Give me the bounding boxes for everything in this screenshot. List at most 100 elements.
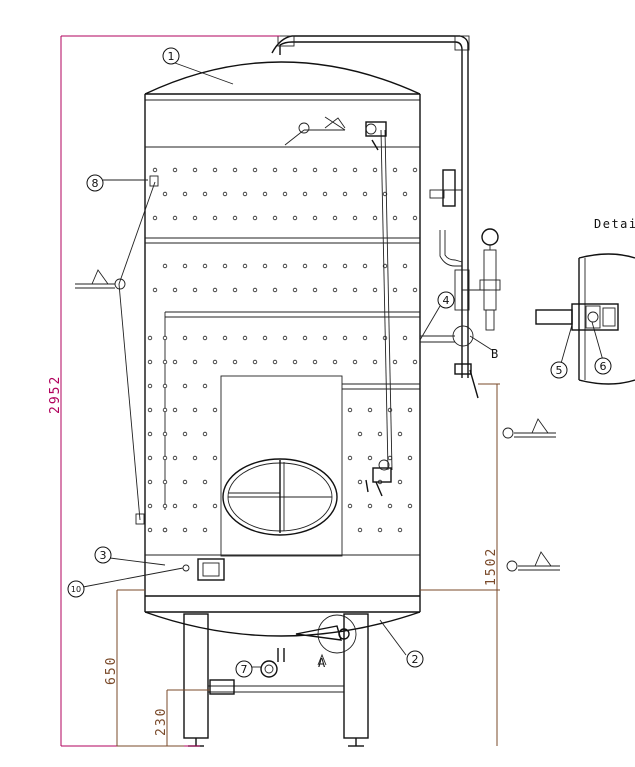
dimple-dot (412, 215, 418, 221)
dimple-dot (372, 215, 378, 221)
dimple-dot (212, 359, 218, 365)
svg-text:10: 10 (71, 585, 81, 594)
detail-label: Detai (594, 217, 635, 231)
tank-body (144, 61, 421, 637)
dimple-dot (342, 263, 348, 269)
dimple-dot (347, 407, 353, 413)
dimple-dot (147, 479, 153, 485)
dimple-dot (212, 455, 218, 461)
dimension-outlet: 1502 (420, 383, 500, 746)
dimple-dot (312, 287, 318, 293)
jacket-dimple-pattern (147, 167, 418, 533)
dimple-dot (282, 335, 288, 341)
dimple-dot (282, 263, 288, 269)
dimple-dot (252, 167, 258, 173)
dimple-dot (222, 191, 228, 197)
dimple-dot (202, 479, 208, 485)
dimple-dot (367, 455, 373, 461)
part-balloon-4: 4 (437, 291, 455, 309)
level-marker-left (75, 269, 126, 290)
dimple-dot (272, 215, 278, 221)
dimple-dot (222, 263, 228, 269)
dimple-dot (292, 215, 298, 221)
dimple-dot (302, 335, 308, 341)
dimple-dot (242, 191, 248, 197)
dimple-dot (192, 359, 198, 365)
dimple-dot (357, 527, 363, 533)
dimple-dot (147, 455, 153, 461)
dimple-dot (397, 527, 403, 533)
dimple-dot (212, 287, 218, 293)
dimple-dot (342, 335, 348, 341)
dimple-dot (362, 263, 368, 269)
dimple-dot (367, 407, 373, 413)
dimple-dot (162, 359, 168, 365)
dimple-dot (172, 503, 178, 509)
dimple-dot (352, 215, 358, 221)
section-marker-a: A (318, 656, 326, 670)
dimple-dot (147, 335, 153, 341)
dimple-dot (182, 263, 188, 269)
dimple-dot (232, 359, 238, 365)
dimple-dot (147, 359, 153, 365)
dimple-dot (252, 215, 258, 221)
dimple-dot (367, 503, 373, 509)
svg-text:4: 4 (443, 294, 450, 307)
dimple-dot (412, 359, 418, 365)
dimple-dot (152, 167, 158, 173)
dimple-dot (387, 407, 393, 413)
dimple-dot (407, 455, 413, 461)
svg-text:1: 1 (168, 50, 175, 63)
dimple-dot (182, 431, 188, 437)
dimple-dot (212, 215, 218, 221)
svg-text:6: 6 (600, 360, 607, 373)
dimple-dot (412, 167, 418, 173)
dimple-dot (202, 335, 208, 341)
dimple-dot (172, 287, 178, 293)
level-marker-right-lower (506, 551, 560, 572)
dimple-dot (397, 479, 403, 485)
dimple-dot (182, 527, 188, 533)
dimension-base: 230 (154, 689, 210, 746)
part-balloon-8: 8 (86, 174, 104, 192)
dimple-dot (147, 527, 153, 533)
dimple-dot (402, 335, 408, 341)
dimple-dot (182, 335, 188, 341)
dimple-dot (172, 215, 178, 221)
dimple-dot (242, 335, 248, 341)
dimple-dot (292, 167, 298, 173)
dimple-dot (272, 167, 278, 173)
dimple-dot (172, 455, 178, 461)
dimple-dot (272, 287, 278, 293)
dimple-dot (392, 287, 398, 293)
dimple-dot (147, 503, 153, 509)
dimple-dot (202, 263, 208, 269)
dimple-dot (302, 191, 308, 197)
dimple-dot (392, 359, 398, 365)
dimple-dot (397, 431, 403, 437)
dimple-dot (387, 503, 393, 509)
leader-lines (82, 62, 605, 668)
dimple-dot (372, 167, 378, 173)
dimple-dot (262, 335, 268, 341)
dimple-dot (147, 383, 153, 389)
section-marker-a-arrow (317, 653, 327, 666)
dimension-leg: 650 (104, 589, 184, 747)
dimple-dot (192, 407, 198, 413)
dimple-dot (162, 335, 168, 341)
thermometer-lead (103, 175, 159, 525)
dimple-dot (232, 215, 238, 221)
dimple-dot (357, 479, 363, 485)
dimple-dot (412, 287, 418, 293)
part-balloon-1: 1 (162, 47, 180, 65)
dimple-dot (212, 503, 218, 509)
dimple-dot (262, 191, 268, 197)
dimple-dot (357, 431, 363, 437)
dimension-total: 2952 (48, 35, 280, 747)
dimple-dot (282, 191, 288, 197)
level-markers (75, 117, 560, 572)
svg-text:5: 5 (556, 364, 563, 377)
part-balloon-3: 3 (94, 546, 112, 564)
dimple-dot (212, 167, 218, 173)
dimple-dot (252, 359, 258, 365)
